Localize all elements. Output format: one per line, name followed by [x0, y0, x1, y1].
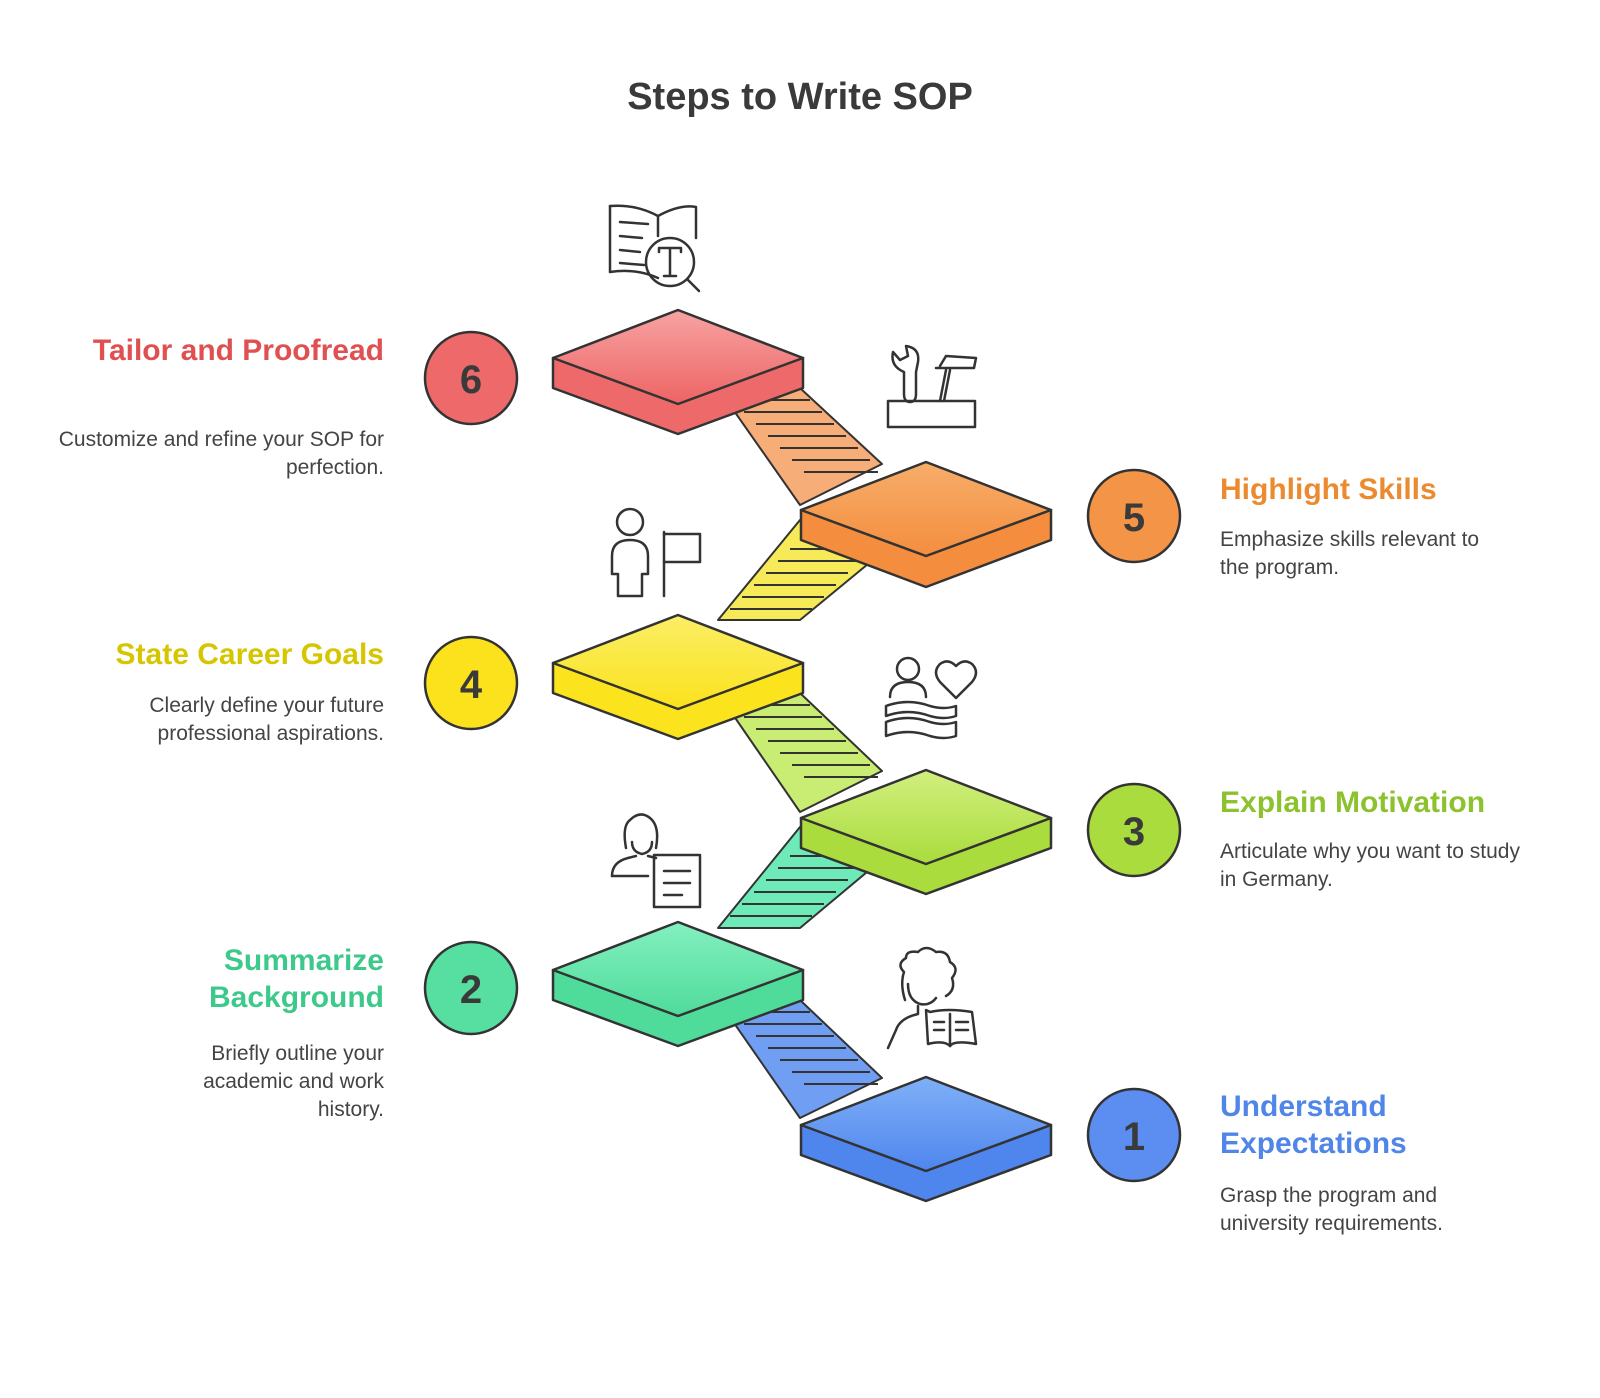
profile-document-icon — [610, 813, 702, 909]
step-1-description: Grasp the program and university require… — [1220, 1184, 1443, 1235]
step-1-number: 1 — [1123, 1115, 1145, 1159]
platform-1 — [799, 1075, 1053, 1203]
step-6-description: Customize and refine your SOP for perfec… — [58, 428, 384, 479]
platform-4 — [551, 613, 805, 741]
step-4-description: Clearly define your future professional … — [149, 694, 384, 745]
person-flag-icon — [610, 507, 702, 598]
platform-3 — [799, 768, 1053, 896]
step-6-title: Tailor and Proofread — [92, 334, 384, 367]
step-2-number: 2 — [460, 968, 482, 1012]
book-magnifier-icon — [608, 204, 701, 293]
student-reading-icon — [886, 946, 978, 1050]
platform-5 — [799, 460, 1053, 589]
step-5-title: Highlight Skills — [1220, 473, 1437, 506]
page-title: Steps to Write SOP — [627, 76, 973, 118]
step-6-number: 6 — [460, 358, 482, 402]
step-2-badge: 2 — [423, 940, 519, 1036]
step-4-badge: 4 — [423, 635, 519, 731]
person-heart-icon — [884, 656, 978, 740]
step-6-badge: 6 — [423, 330, 519, 426]
platform-6 — [551, 308, 805, 436]
step-3-badge: 3 — [1086, 782, 1182, 878]
step-5-badge: 5 — [1086, 468, 1182, 564]
toolbox-icon — [886, 344, 978, 429]
step-5-number: 5 — [1123, 496, 1145, 540]
step-3-title: Explain Motivation — [1220, 786, 1486, 819]
step-1-title: Understand Expectations — [1220, 1090, 1407, 1160]
platform-2 — [551, 920, 805, 1048]
step-4-title: State Career Goals — [115, 638, 384, 671]
step-2-title: Summarize Background — [208, 944, 384, 1014]
step-5-description: Emphasize skills relevant to the program… — [1220, 528, 1480, 579]
step-2-description: Briefly outline your academic and work h… — [203, 1042, 384, 1121]
step-1-badge: 1 — [1086, 1087, 1182, 1183]
step-3-number: 3 — [1123, 810, 1145, 854]
step-4-number: 4 — [460, 663, 483, 707]
step-3-description: Articulate why you want to study in Germ… — [1220, 840, 1520, 891]
